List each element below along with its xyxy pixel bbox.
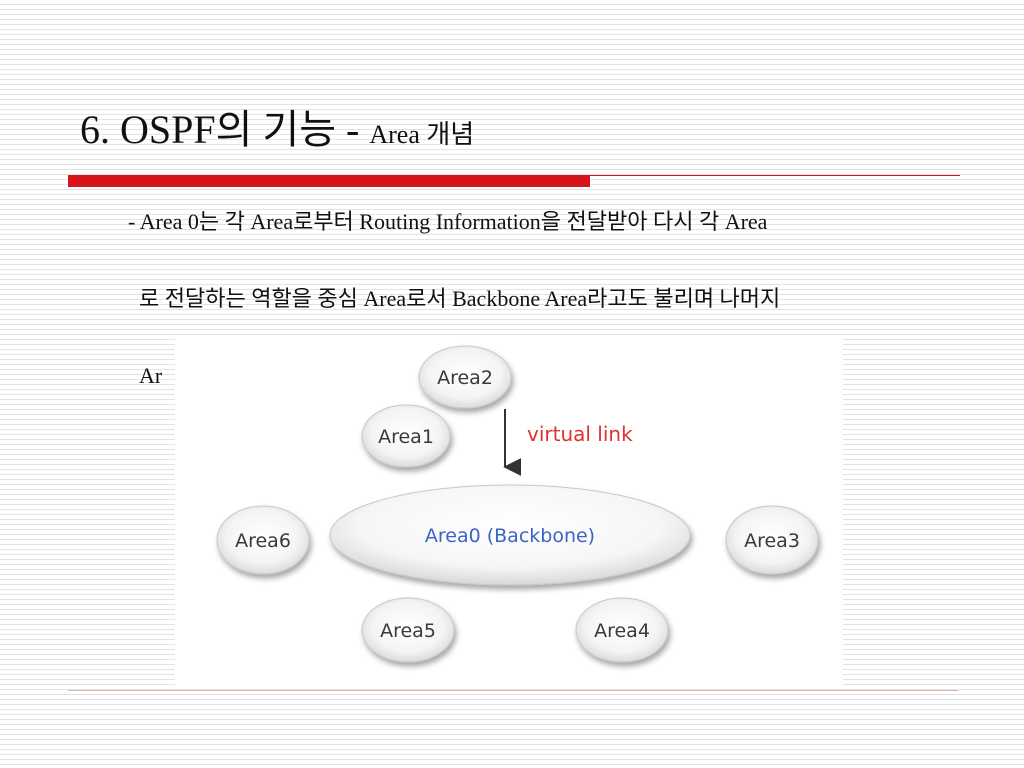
area1-label: Area1 — [378, 426, 434, 448]
virtual-link-label: virtual link — [527, 422, 633, 446]
area-node-area6: Area6 — [216, 505, 310, 575]
area-node-area4: Area4 — [575, 597, 669, 663]
area2-label: Area2 — [437, 367, 493, 389]
ospf-area-diagram: Area0 (Backbone) Area2 Area1 Area6 Area3… — [175, 337, 843, 687]
slide-title: 6. OSPF의 기능 - Area 개념 — [80, 104, 474, 161]
area6-label: Area6 — [235, 530, 291, 552]
area-node-area1: Area1 — [361, 404, 451, 468]
area1-ellipse — [361, 404, 451, 468]
area4-ellipse — [575, 597, 669, 663]
area-node-area2: Area2 — [418, 345, 512, 409]
title-underline-thin — [590, 175, 960, 176]
bottom-divider — [68, 690, 958, 691]
slide-title-sub: Area 개념 — [369, 120, 475, 149]
area5-ellipse — [361, 597, 455, 663]
area3-label: Area3 — [744, 530, 800, 552]
area5-label: Area5 — [380, 620, 436, 642]
body-paragraph-3: Ar — [128, 360, 948, 391]
body-paragraph-3-text: Ar — [128, 363, 163, 388]
body-paragraph-2: 로 전달하는 역할을 중심 Area로서 Backbone Area라고도 불리… — [128, 286, 781, 311]
title-underline-red — [68, 175, 590, 187]
backbone-label: Area0 (Backbone) — [425, 525, 595, 547]
area4-label: Area4 — [594, 620, 650, 642]
backbone-ellipse — [329, 484, 691, 586]
area6-ellipse — [216, 505, 310, 575]
slide-title-main: 6. OSPF의 기능 - — [80, 107, 370, 152]
area3-ellipse — [725, 505, 819, 575]
backbone-area-node: Area0 (Backbone) — [329, 484, 691, 586]
area2-ellipse — [418, 345, 512, 409]
body-paragraph-1: - Area 0는 각 Area로부터 Routing Information을… — [128, 209, 768, 234]
area-node-area3: Area3 — [725, 505, 819, 575]
area-node-area5: Area5 — [361, 597, 455, 663]
ospf-area-diagram-svg: Area0 (Backbone) Area2 Area1 Area6 Area3… — [216, 345, 819, 663]
